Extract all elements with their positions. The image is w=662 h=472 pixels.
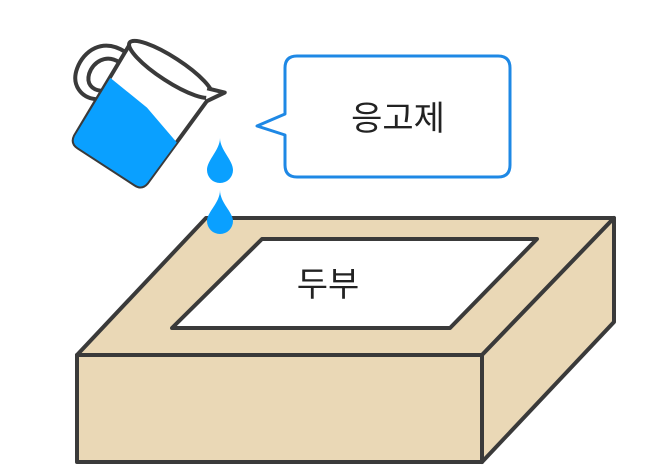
water-drop-icon — [207, 190, 233, 234]
coagulant-label: 응고제 — [351, 99, 445, 139]
pitcher-handle — [73, 43, 128, 102]
callout-bubble — [255, 54, 512, 179]
pitcher-handle-inner — [86, 56, 122, 93]
pitcher-water — [73, 77, 177, 187]
mold-box-side — [480, 216, 616, 464]
water-drop-icon — [207, 138, 233, 183]
pitcher-icon — [71, 38, 227, 189]
tofu-mold-box: 두부 — [75, 216, 616, 464]
tofu-label: 두부 — [297, 265, 360, 305]
pitcher-spout — [204, 86, 227, 104]
tofu-tray-inner — [170, 237, 539, 330]
mold-box-front — [75, 353, 484, 464]
coagulant-callout: 응고제 — [255, 54, 512, 179]
water-drops — [207, 138, 233, 234]
